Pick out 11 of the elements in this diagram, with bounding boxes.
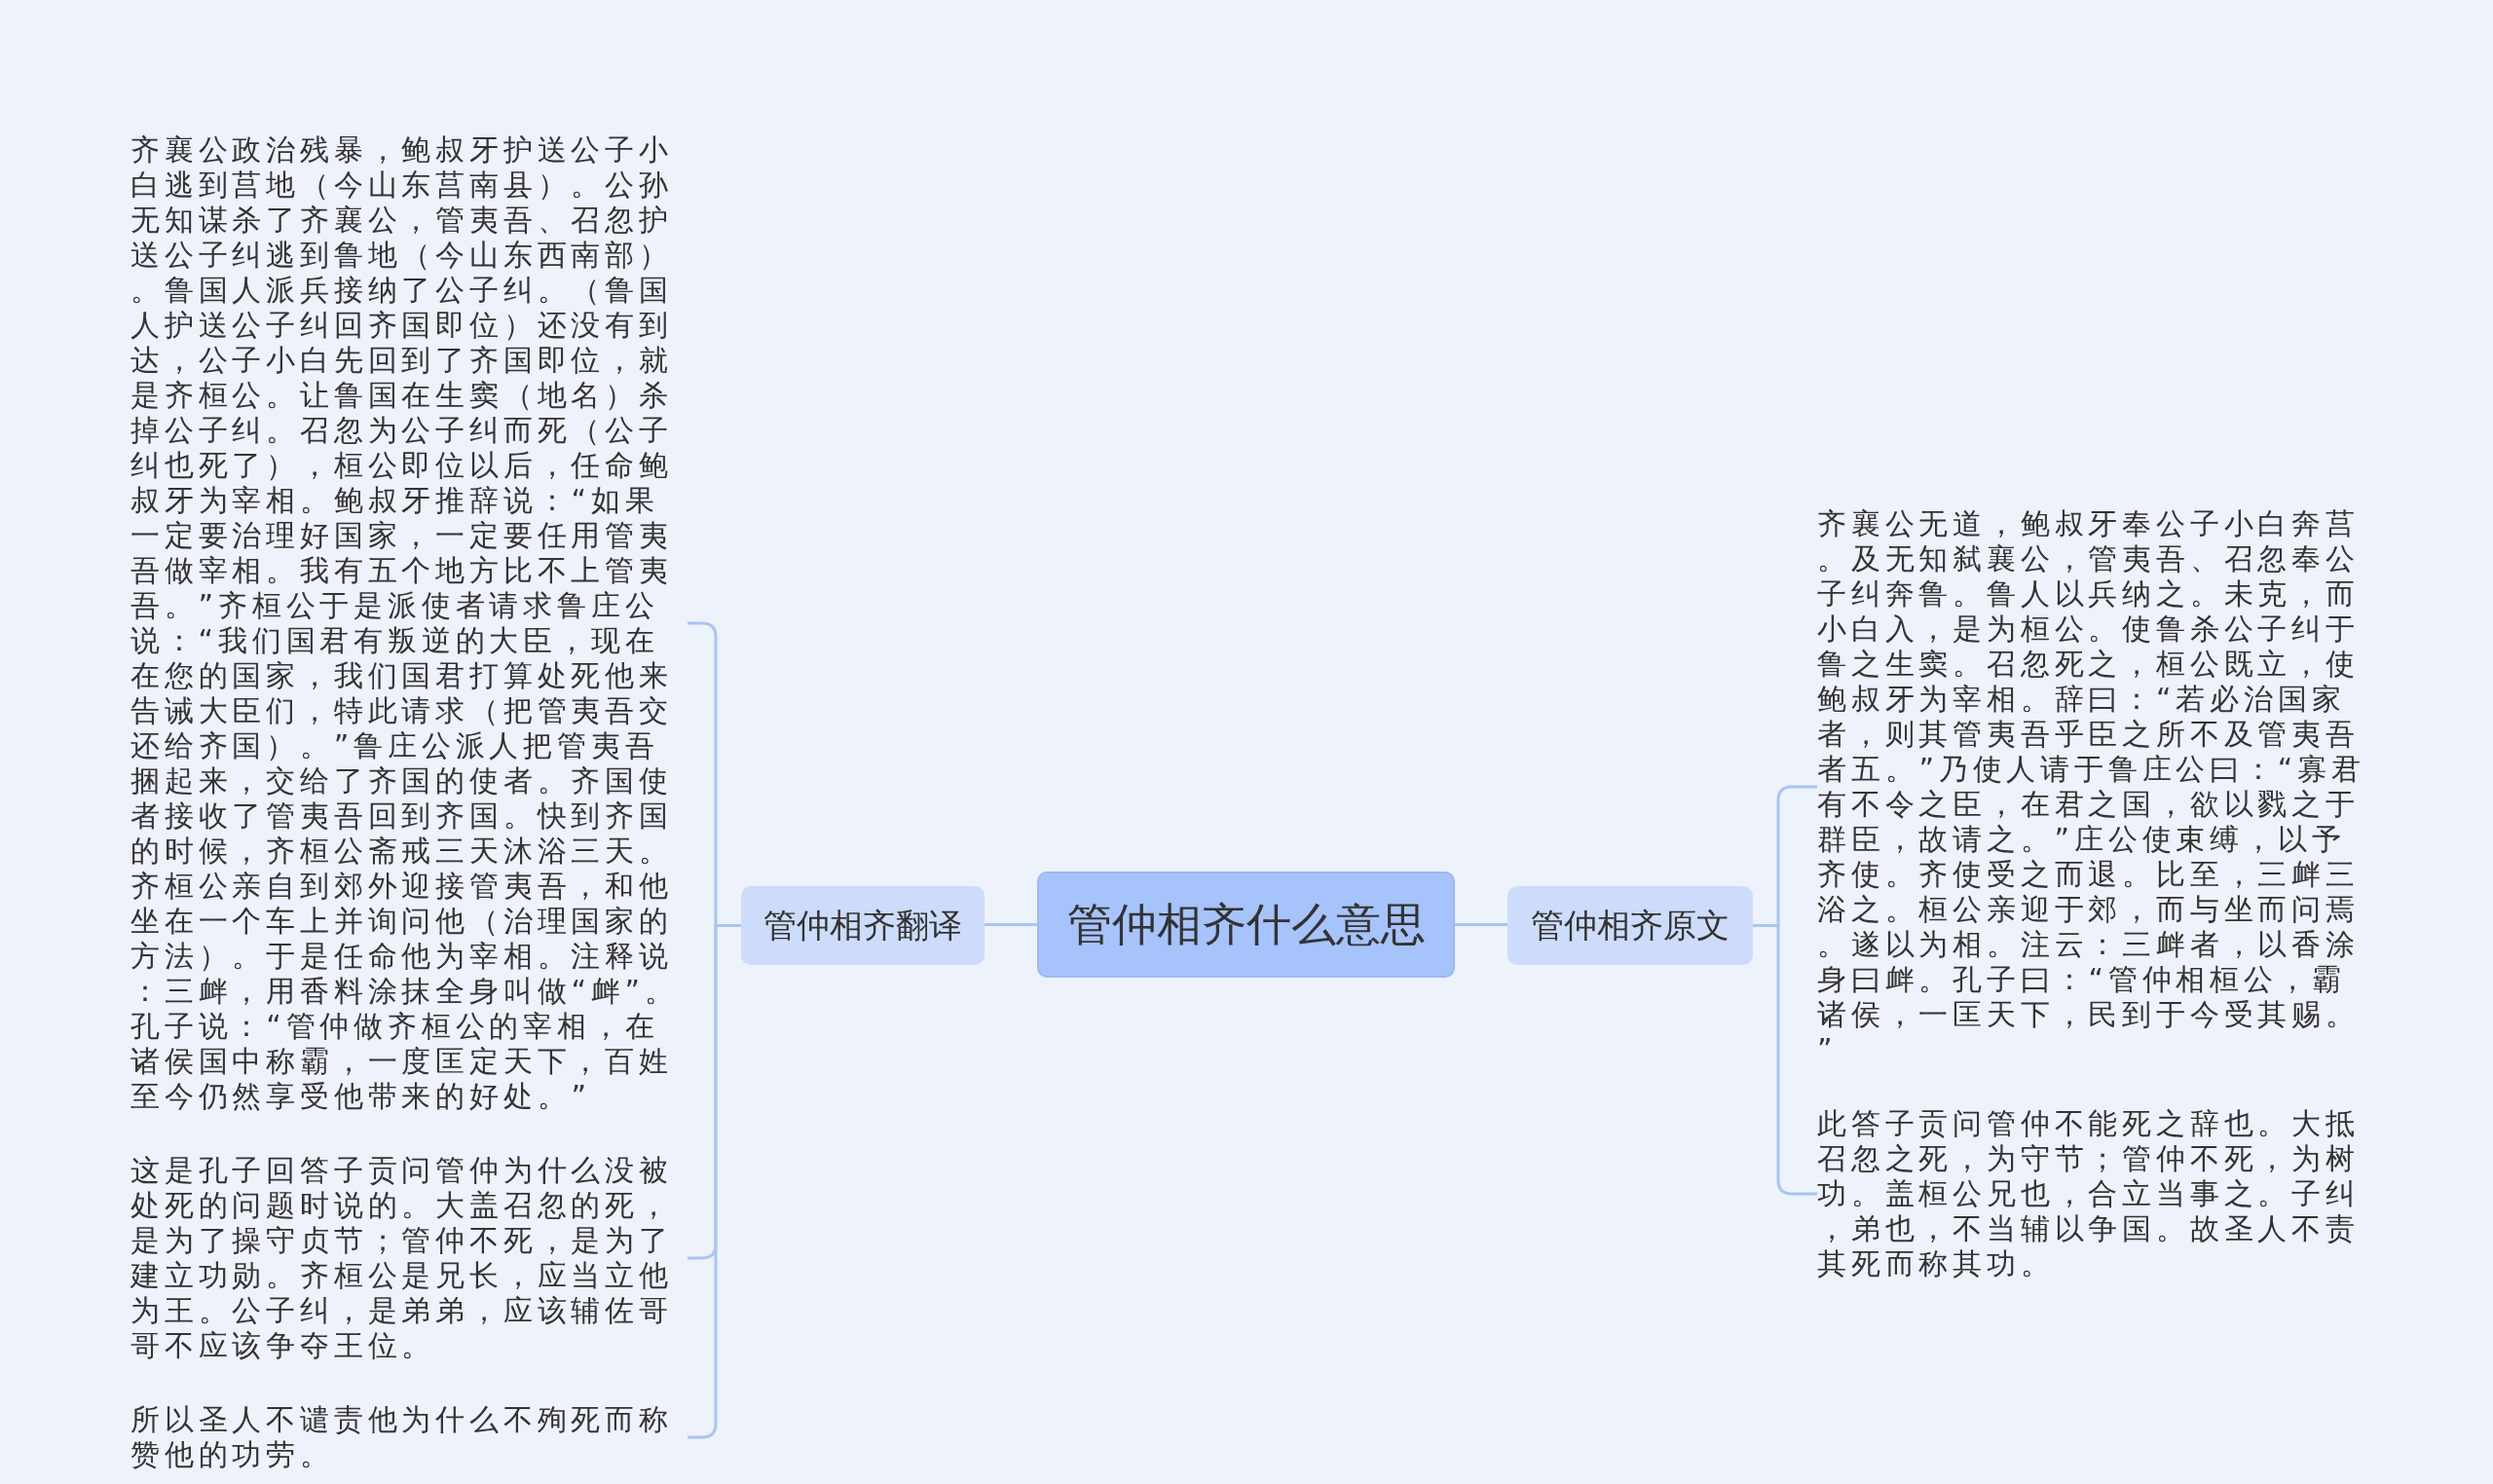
topic-box: 管仲相齐原文 — [1507, 886, 1753, 965]
connector-line — [1753, 924, 1817, 1196]
paragraph: 齐襄公无道，鲍叔牙奉公子小白奔莒。及无知弑襄公，管夷吾、召忽奉公子纠奔鲁。鲁人以兵纳之。未克，而小白入，是为桓公。使鲁杀公子纠于鲁之生窦。召忽死之，桓公既立，使鲍叔牙为宰相。辞曰：“若必治国家者，则其管夷吾乎臣之所不及管夷吾者五。”乃使人请于鲁庄公曰：“寡君有不令之臣，在君之国，欲以戮之于群臣，故请之。”庄公使束缚，以予齐使。齐使受之而退。比至，三衅三浴之。桓公亲迎于郊，而与坐而问焉。遂以为相。注云：三衅者，以香涂身曰衅。孔子曰：“管仲相桓公，霸诸侯，一匡天下，民到于今受其赐。” — [1817, 506, 2374, 1067]
central-topic-box: 管仲相齐什么意思 — [1037, 872, 1455, 978]
topic-box: 管仲相齐翻译 — [741, 886, 985, 965]
connector-line — [1455, 923, 1507, 926]
paragraph: 此答子贡问管仲不能死之辞也。大抵召忽之死，为守节；管仲不死，为树功。盖桓公兄也，合立当事之。子纠，弟也，不当辅以争国。故圣人不责其死而称其功。 — [1817, 1106, 2374, 1281]
connector-line — [985, 923, 1037, 926]
paragraph: 齐襄公政治残暴，鲍叔牙护送公子小白逃到莒地（今山东莒南县）。公孙无知谋杀了齐襄公，管夷吾、召忽护送公子纠逃到鲁地（今山东西南部）。鲁国人派兵接纳了公子纠。（鲁国人护送公子纠回齐国即位）还没有到达，公子小白先回到了齐国即位，就是齐桓公。让鲁国在生窦（地名）杀掉公子纠。召忽为公子纠而死（公子纠也死了），桓公即位以后，任命鲍叔牙为宰相。鲍叔牙推辞说：“如果一定要治理好国家，一定要任用管夷吾做宰相。我有五个地方比不上管夷吾。”齐桓公于是派使者请求鲁庄公说：“我们国君有叛逆的大臣，现在在您的国家，我们国君打算处死他来告诫大臣们，特此请求（把管夷吾交还给齐国）。”鲁庄公派人把管夷吾捆起来，交给了齐国的使者。齐国使者接收了管夷吾回到齐国。快到齐国的时候，齐桓公斋戒三天沐浴三天。齐桓公亲自到郊外迎接管夷吾，和他坐在一个车上并询问他（治理国家的方法）。于是任命他为宰相。注释说：三衅，用香料涂抹全身叫做“衅”。孔子说：“管仲做齐桓公的宰相，在诸侯国中称霸，一度匡定天下，百姓至今仍然享受他带来的好处。” — [130, 132, 688, 1114]
paragraph: 这是孔子回答子贡问管仲为什么没被处死的问题时说的。大盖召忽的死，是为了操守贞节；管仲不死，是为了建立功勋。齐桓公是兄长，应当立他为王。公子纠，是弟弟，应该辅佐哥哥不应该争夺王位。 — [130, 1153, 688, 1363]
paragraph: 所以圣人不谴责他为什么不殉死而称赞他的功劳。 — [130, 1402, 688, 1472]
